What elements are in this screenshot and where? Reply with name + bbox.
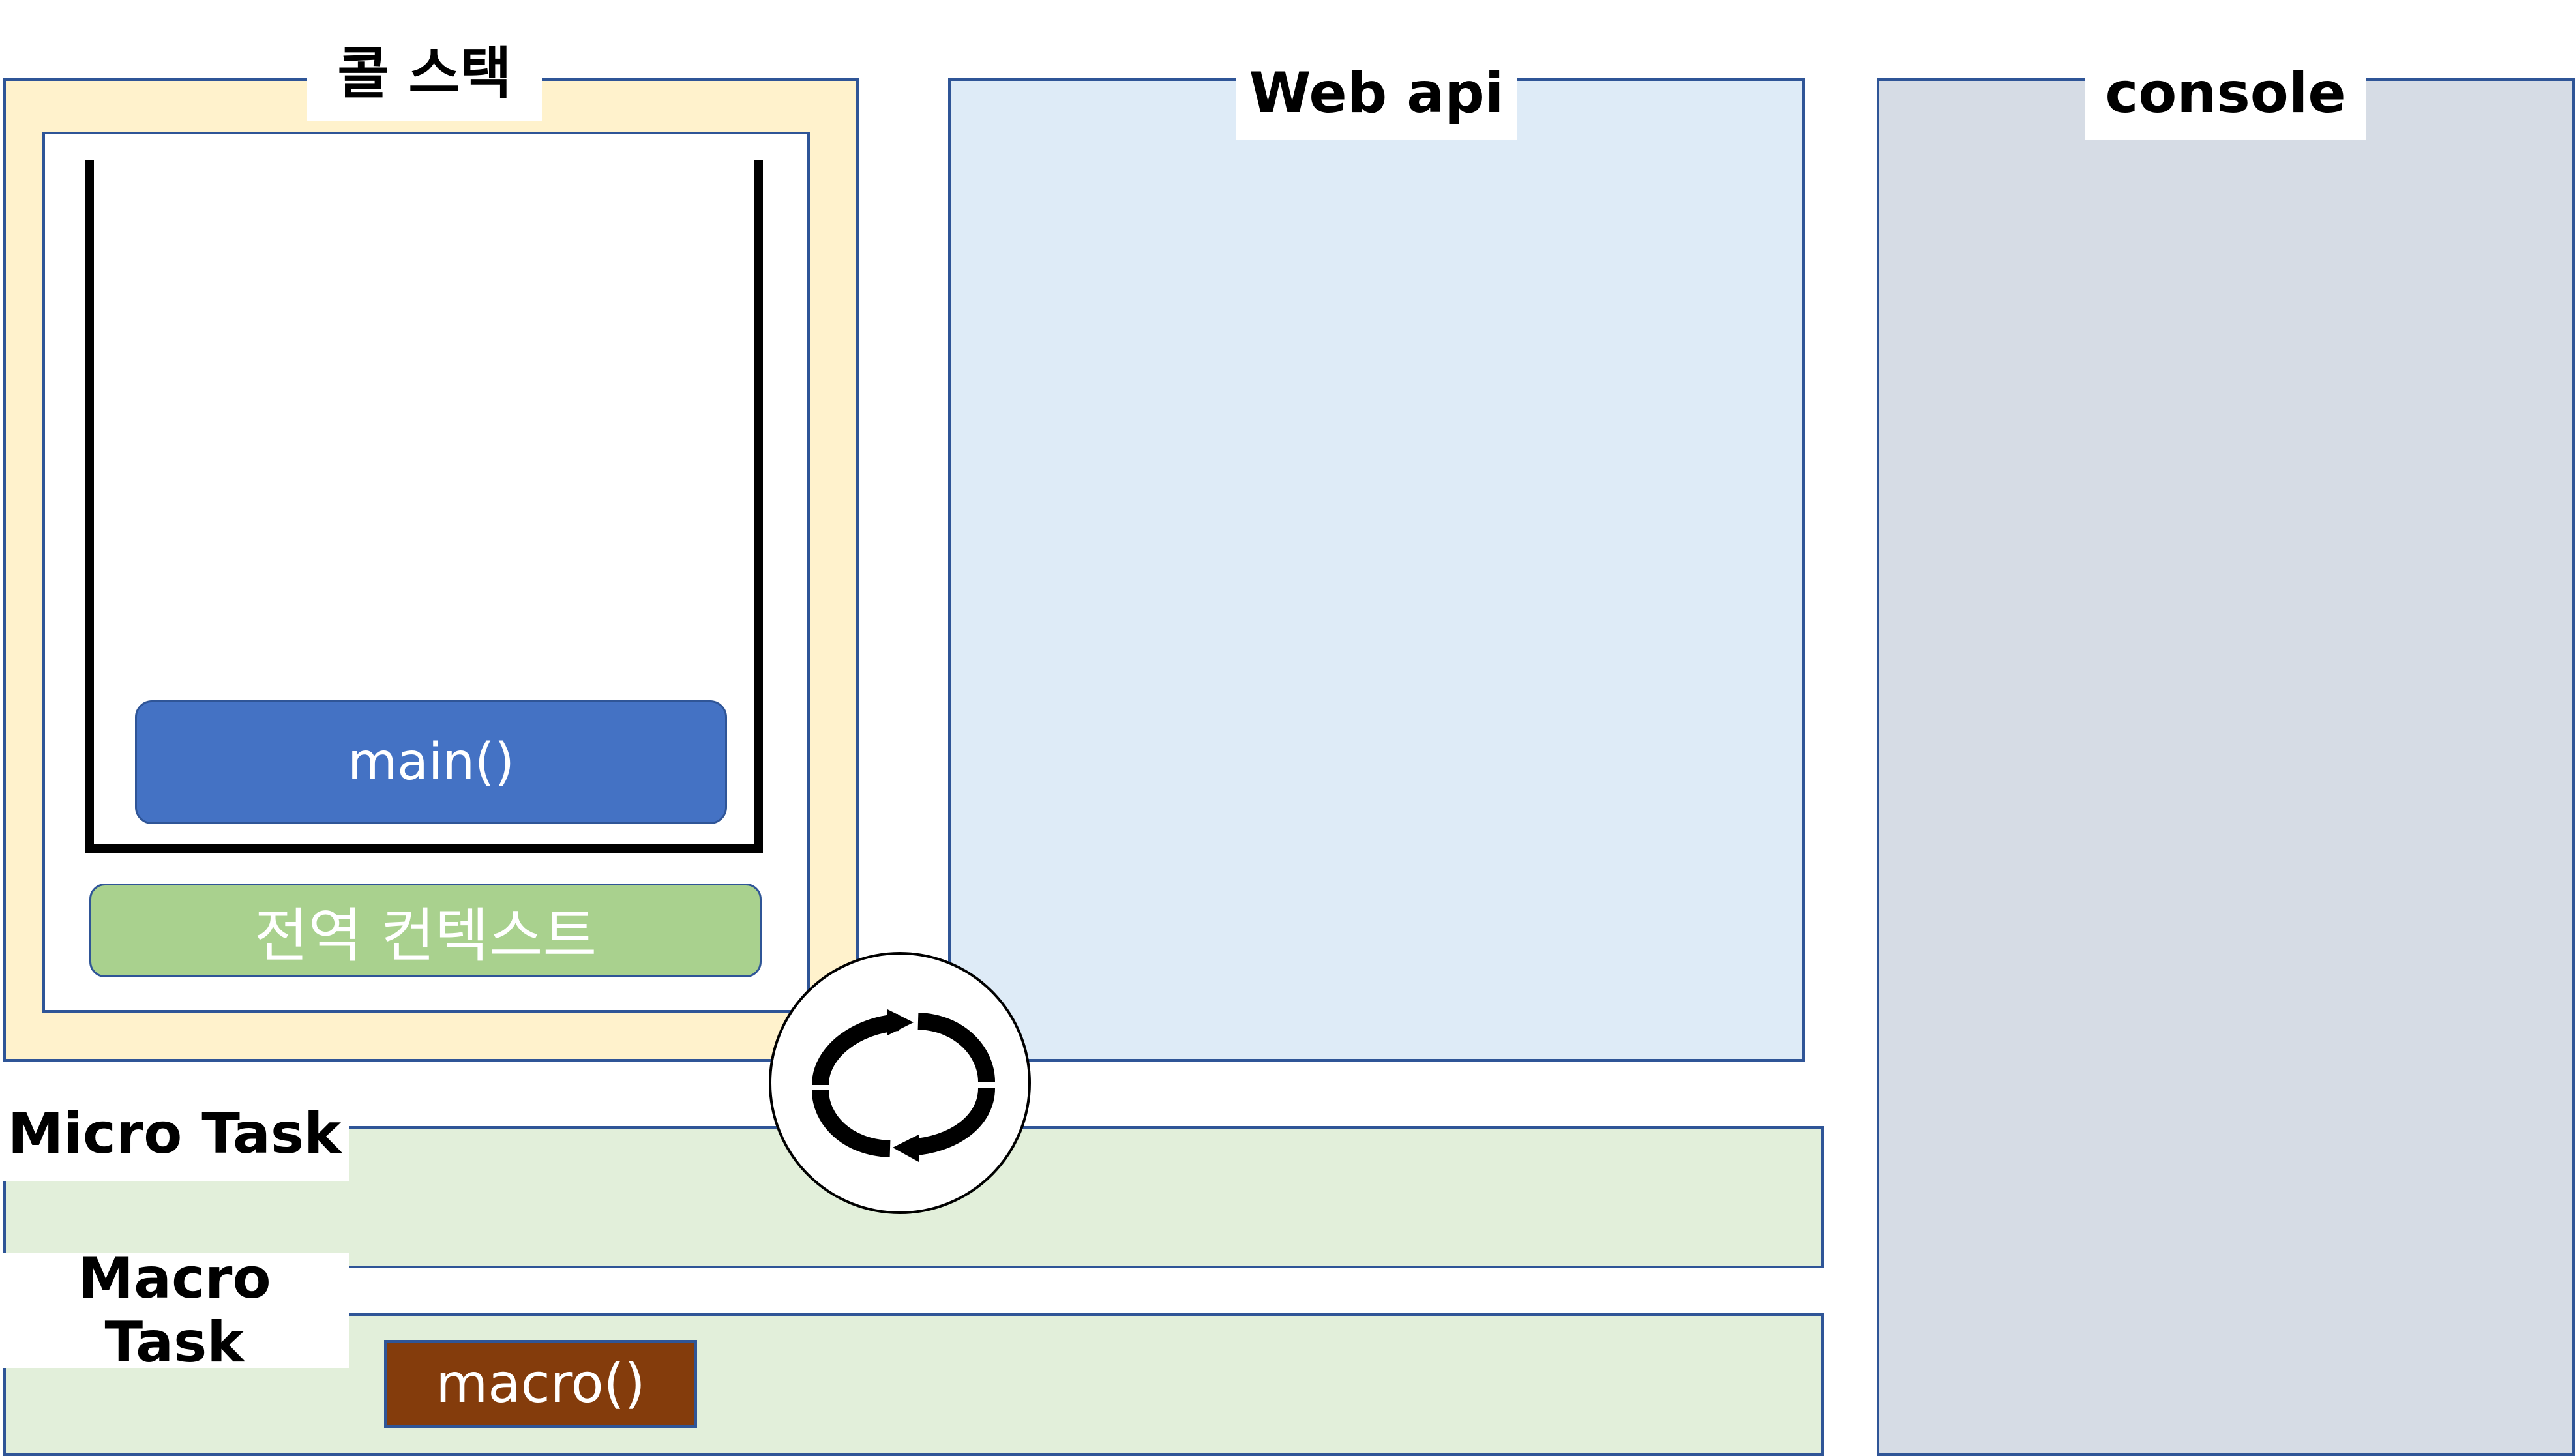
stack-wall-left [85, 160, 94, 853]
macro-task-item: macro() [384, 1340, 697, 1428]
call-stack-inner-box [42, 132, 810, 1013]
stack-floor [85, 844, 763, 853]
macro-task-title: Macro Task [0, 1247, 349, 1374]
console-panel [1877, 78, 2575, 1456]
event-loop-circle [769, 952, 1031, 1214]
stack-wall-right [754, 160, 763, 853]
web-api-title: Web api [1236, 46, 1517, 140]
call-stack-title: 콜 스택 [307, 26, 542, 121]
web-api-panel [948, 78, 1805, 1062]
stack-frame-main: main() [135, 700, 727, 824]
global-context-box: 전역 컨텍스트 [89, 884, 762, 977]
refresh-cycle-icon [812, 1009, 995, 1162]
console-title: console [2085, 46, 2366, 140]
micro-task-title: Micro Task [0, 1086, 349, 1181]
